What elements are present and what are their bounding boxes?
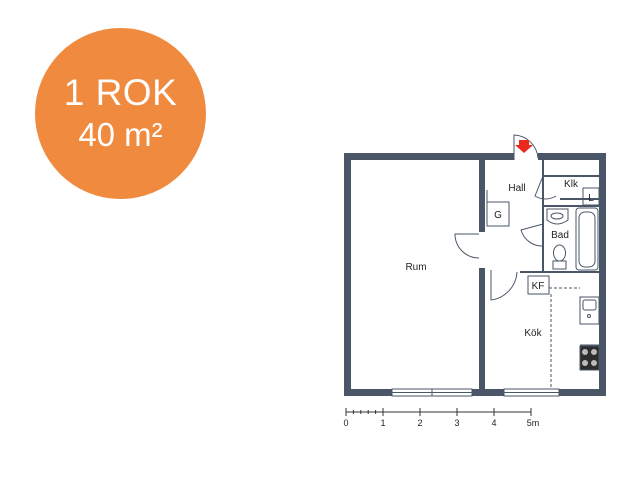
scale-tick-2: 2 <box>417 418 422 428</box>
scale-tick-4: 4 <box>491 418 496 428</box>
room-label-klk: Klk <box>564 179 579 190</box>
bathroom-fixtures <box>546 207 599 271</box>
entrance-arrow-icon <box>515 140 533 153</box>
room-label-bad: Bad <box>551 230 569 241</box>
walls <box>344 153 606 396</box>
scale-tick-5: 5m <box>527 418 540 428</box>
room-label-kf: KF <box>532 281 545 292</box>
apartment-badge: 1 ROK 40 m² <box>35 28 206 199</box>
room-label-g: G <box>494 210 502 221</box>
badge-rooms: 1 ROK <box>63 71 178 113</box>
room-label-l: L <box>588 193 594 204</box>
scale-tick-0: 0 <box>343 418 348 428</box>
scale-tick-3: 3 <box>454 418 459 428</box>
partitions <box>486 160 600 295</box>
room-label-hall: Hall <box>508 183 525 194</box>
kitchen-fixtures <box>549 287 600 388</box>
windows <box>391 388 560 397</box>
scale-tick-1: 1 <box>380 418 385 428</box>
badge-area: 40 m² <box>78 115 163 153</box>
room-label-kok: Kök <box>524 328 542 339</box>
scale-bar <box>345 408 532 416</box>
room-label-rum: Rum <box>405 262 426 273</box>
